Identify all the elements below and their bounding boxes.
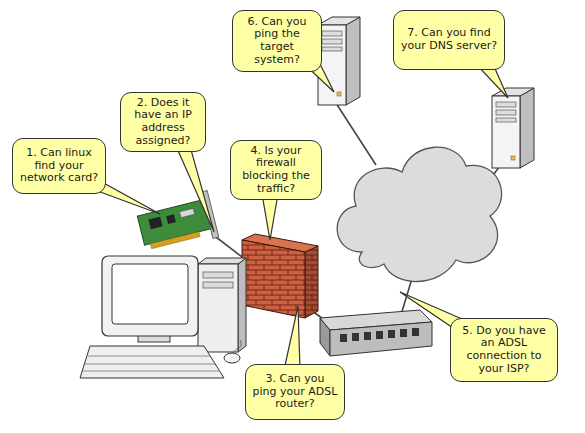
callout-bubble: 6. Can you ping the target system?	[232, 10, 322, 72]
callout-text: 2. Does it have an IP address assigned?	[127, 97, 199, 148]
callout-bubble: 2. Does it have an IP address assigned?	[120, 92, 206, 152]
callout-body: 5. Do you have an ADSL connection to you…	[457, 325, 551, 376]
callout-bubble: 5. Do you have an ADSL connection to you…	[450, 318, 558, 382]
server-tower	[318, 17, 360, 105]
server-tower	[492, 88, 534, 168]
callout-tail	[262, 194, 278, 240]
internet-cloud	[337, 147, 501, 281]
network-wire	[334, 100, 376, 165]
callout-body: 6. Can you ping the target system?	[239, 16, 315, 67]
callout-bubble: 7. Can you find your DNS server?	[393, 10, 505, 70]
callout-text: 5. Do you have an ADSL connection to you…	[457, 325, 551, 376]
callout-body: 7. Can you find your DNS server?	[400, 27, 498, 52]
callout-text: 4. Is your firewall blocking the traffic…	[237, 145, 315, 196]
callout-body: 3. Can you ping your ADSL router?	[252, 373, 338, 411]
callout-body: 2. Does it have an IP address assigned?	[127, 97, 199, 148]
callout-tail	[176, 146, 214, 232]
callout-body: 4. Is your firewall blocking the traffic…	[237, 145, 315, 196]
callout-bubble: 3. Can you ping your ADSL router?	[245, 364, 345, 420]
firewall-wall	[242, 234, 318, 318]
callout-tail	[284, 306, 300, 370]
callout-text: 7. Can you find your DNS server?	[400, 27, 498, 52]
callout-text: 6. Can you ping the target system?	[239, 16, 315, 67]
callout-text: 3. Can you ping your ADSL router?	[252, 373, 338, 411]
callout-text: 1. Can linux find your network card?	[19, 147, 99, 185]
callout-bubble: 4. Is your firewall blocking the traffic…	[230, 140, 322, 200]
network-card	[135, 190, 218, 254]
callout-bubble: 1. Can linux find your network card?	[12, 138, 106, 194]
desktop-computer	[80, 256, 246, 378]
callout-body: 1. Can linux find your network card?	[19, 147, 99, 185]
adsl-router	[320, 310, 432, 356]
